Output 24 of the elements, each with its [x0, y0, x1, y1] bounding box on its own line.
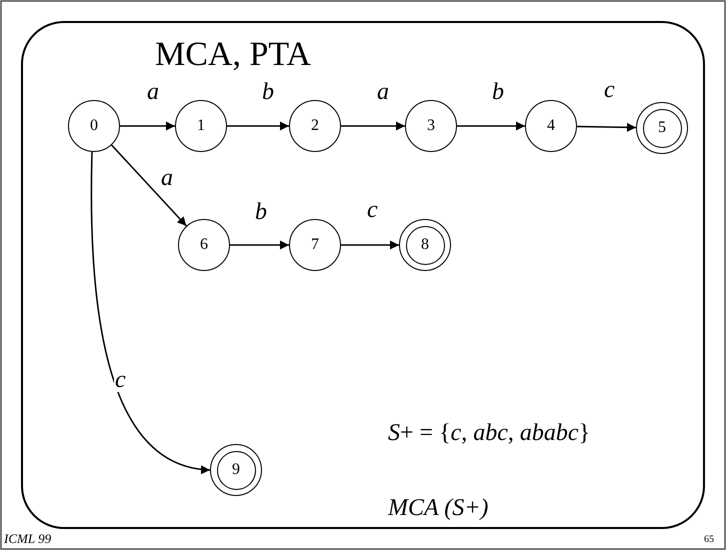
accepting-state-circle: 9	[210, 444, 262, 496]
accepting-state-circle: 8	[399, 219, 451, 271]
caption-text: MCA (S+)	[388, 495, 488, 522]
transition-arrow	[90, 152, 210, 474]
state-circle: 6	[178, 219, 230, 271]
slide-title: MCA, PTA	[155, 36, 311, 74]
state-circle: 4	[525, 100, 577, 152]
transition-arrow	[120, 122, 175, 130]
accepting-state-circle: 5	[636, 102, 688, 154]
transition-arrow	[230, 240, 289, 250]
footer-text: ICML 99	[4, 531, 52, 547]
transition-arrow	[111, 144, 187, 226]
state-circle: 7	[289, 219, 341, 271]
page-number: 65	[704, 534, 714, 545]
state-circle: 3	[405, 100, 457, 152]
transition-arrow	[227, 122, 289, 130]
state-circle: 1	[175, 100, 227, 152]
transition-arrow	[341, 122, 405, 130]
state-circle: 2	[289, 100, 341, 152]
transition-arrow	[341, 240, 399, 250]
sample-set-text: S+ = {c, abc, ababc}	[388, 420, 590, 447]
state-circle: 0	[68, 100, 120, 152]
transition-arrow	[576, 122, 636, 132]
transition-arrow	[457, 122, 525, 130]
